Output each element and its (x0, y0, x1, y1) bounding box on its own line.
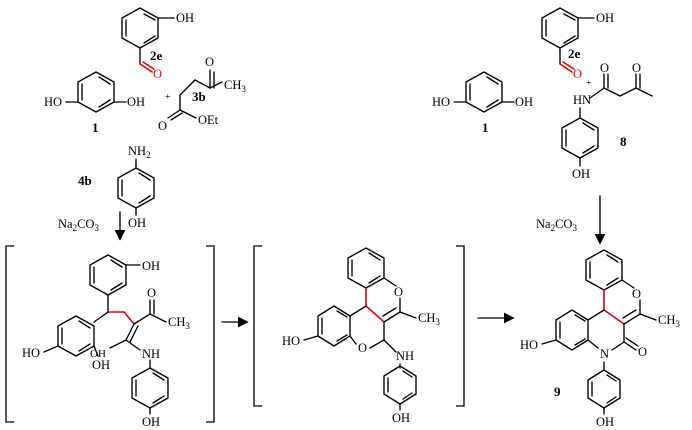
amide-o2: O (632, 61, 641, 75)
bracket-right-1 (206, 245, 215, 423)
resorcinol-1-right: HO OH 1 (432, 71, 533, 135)
aldehyde-2e-left: OH O 2e (121, 7, 194, 81)
p-ch3: CH3 (658, 313, 680, 329)
plus-sign-right: + (586, 78, 592, 89)
p-n-atom: N (600, 347, 609, 361)
phenol-oh-label: OH (128, 216, 146, 230)
compound-label-2e-right: 2e (568, 46, 581, 61)
compound-label-4b: 4b (78, 173, 92, 188)
oh-label: OH (127, 95, 145, 109)
int2-ho: HO (282, 334, 300, 348)
amine-label: NH2 (128, 144, 151, 160)
hydroxyl-label: OH (176, 11, 194, 25)
condition-left: Na2CO3 (58, 217, 99, 233)
bracket-left-1 (5, 245, 14, 423)
int1-nh: NH (142, 347, 160, 361)
int2-ring-o2: O (358, 341, 367, 355)
r-oh-label: OH (515, 95, 533, 109)
keto-o-label: O (205, 55, 214, 69)
int1-keto-o: O (147, 286, 156, 300)
int1-enol-oh: OH (90, 348, 106, 360)
condition-right: Na2CO3 (536, 217, 577, 233)
amide-phenol-oh: OH (572, 167, 590, 181)
methyl-label: CH3 (224, 78, 246, 94)
int2-ring-o: O (394, 285, 403, 299)
intermediate-open: OH HO OH O CH3 OH NH OH (22, 254, 190, 429)
compound-label-1-right: 1 (482, 120, 489, 135)
compound-label-2e: 2e (150, 48, 163, 63)
ketoester-3b: O CH3 O OEt 3b (158, 55, 246, 133)
intermediate-cyclized: O CH3 O NH HO OH (282, 247, 440, 425)
int1-oh-ring: OH (92, 358, 110, 372)
int1-phenol-oh: OH (142, 415, 160, 429)
compound-label-1: 1 (92, 120, 99, 135)
carbonyl-o-label: O (153, 67, 162, 81)
acetoacetanilide-8: HN O O OH 8 (561, 61, 653, 181)
int2-nh: NH (396, 349, 414, 363)
bracket-right-2 (456, 245, 465, 407)
compound-label-9: 9 (554, 384, 561, 399)
amide-o1: O (600, 61, 609, 75)
compound-label-8: 8 (620, 134, 627, 149)
plus-sign: + (165, 92, 171, 103)
resorcinol-1-left: HO OH 1 (44, 71, 145, 135)
r-hydroxyl-label: OH (596, 11, 614, 25)
aldehyde-2e-right: OH O 2e (541, 7, 614, 81)
r-carbonyl-o: O (573, 67, 582, 81)
ho-label: HO (44, 95, 62, 109)
r-ho-label: HO (432, 95, 450, 109)
aminophenol-4b: NH2 OH 4b (78, 144, 155, 230)
p-ho: HO (520, 338, 538, 352)
p-ring-o: O (632, 287, 641, 301)
ester-o-label: O (158, 119, 167, 133)
product-9: O CH3 O N HO OH 9 (520, 249, 680, 429)
ester-oet-label: OEt (198, 113, 219, 127)
p-phenol-oh: OH (596, 415, 614, 429)
int2-ch3: CH3 (418, 311, 440, 327)
int1-oh-top: OH (142, 259, 160, 273)
compound-label-3b: 3b (192, 89, 206, 104)
amide-hn: HN (573, 93, 591, 107)
int1-ho: HO (22, 346, 40, 360)
int2-phenol-oh: OH (392, 411, 410, 425)
bracket-left-2 (253, 245, 262, 407)
int1-ch3: CH3 (168, 315, 190, 331)
p-lactam-o: O (638, 345, 647, 359)
